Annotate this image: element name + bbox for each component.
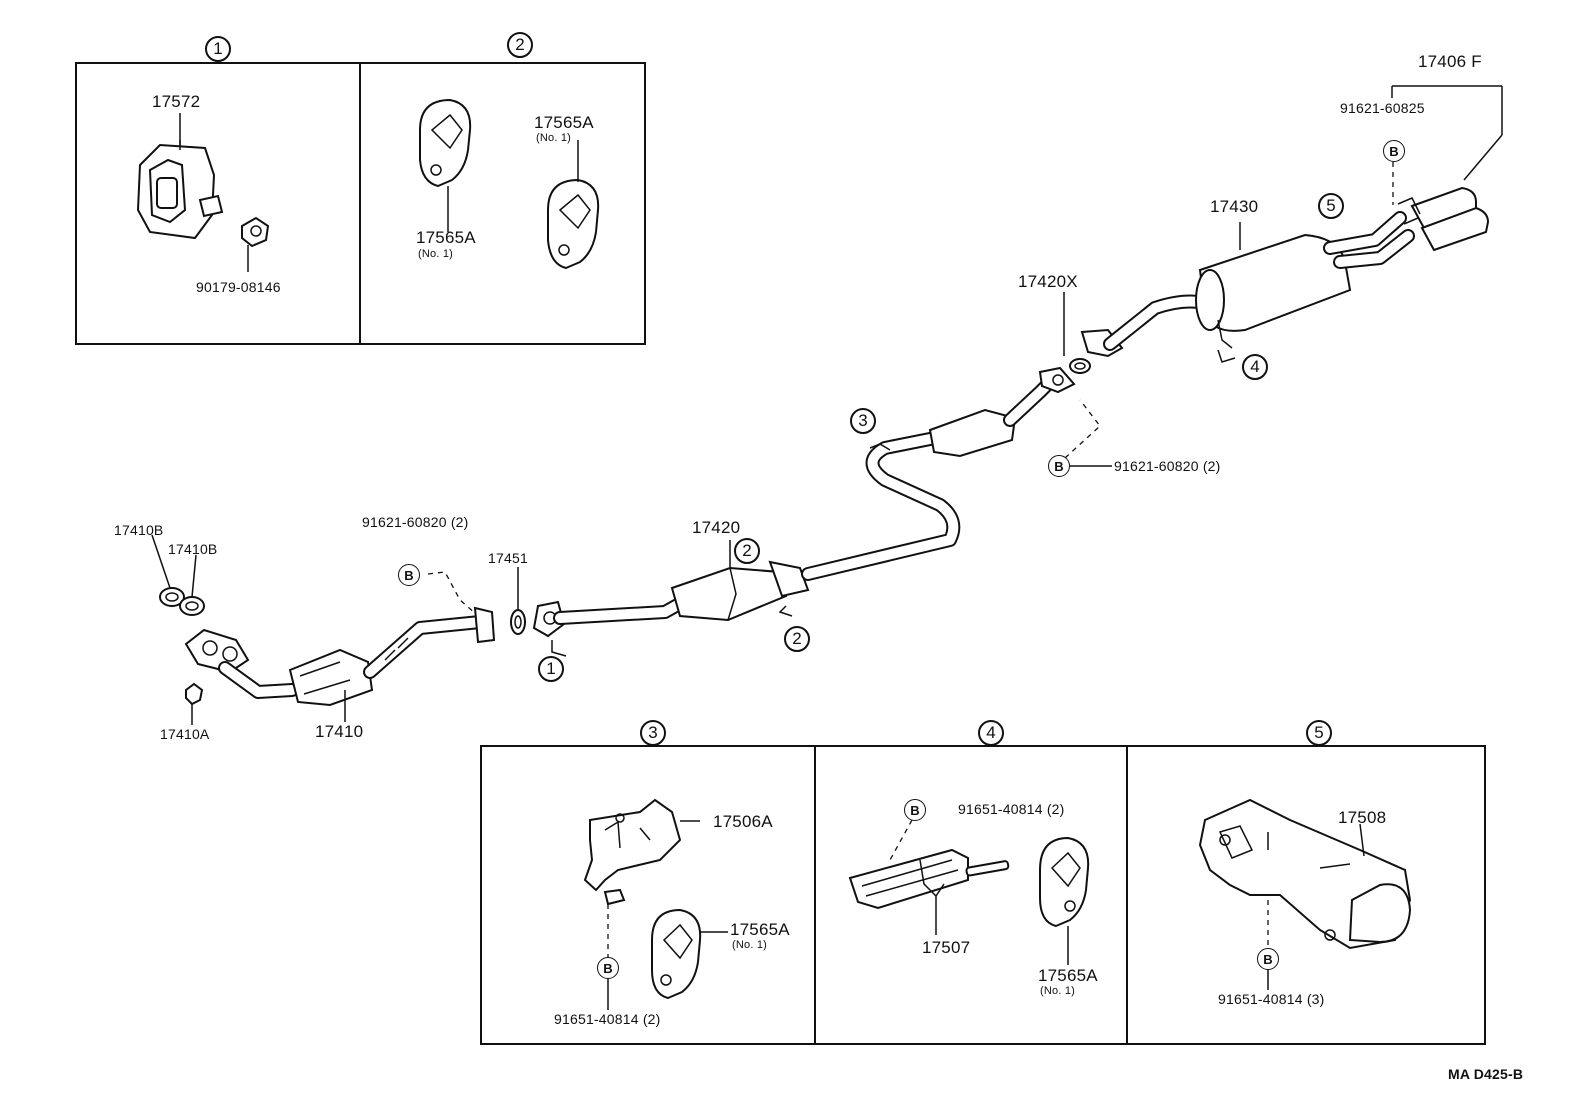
part-number-91651-40814-g5: 91651-40814 (3)	[1218, 991, 1325, 1007]
part-number-17451: 17451	[488, 550, 528, 566]
part-note-no1-b: (No. 1)	[536, 132, 572, 144]
callout-4-main: 4	[1242, 354, 1268, 380]
part-number-17565a-g3: 17565A	[730, 920, 790, 939]
part-number-91651-40814-g4: 91651-40814 (2)	[958, 801, 1065, 817]
part-number-17507: 17507	[922, 938, 971, 957]
group-callout-1: 1	[205, 36, 231, 62]
part-number-17420: 17420	[692, 518, 741, 537]
bracket-17507-drawing	[848, 819, 1010, 935]
part-number-17565a-g4: 17565A	[1038, 966, 1098, 985]
gasket-drawings	[151, 534, 205, 616]
part-note-no1-g3: (No. 1)	[732, 939, 768, 951]
part-number-17508: 17508	[1338, 808, 1387, 827]
hanger-17565a-g3-drawing	[651, 908, 728, 1000]
bolt-mark-front: B	[398, 564, 420, 586]
center-pipe-drawing	[532, 366, 1076, 657]
inset-box-3	[480, 745, 816, 1045]
diagram-code: MA D425-B	[1448, 1066, 1524, 1082]
hanger-drawing-a	[419, 98, 472, 232]
bolt-mark-g4: B	[904, 799, 926, 821]
part-note-no1-a: (No. 1)	[418, 248, 454, 260]
bolt-mark-g3: B	[597, 957, 619, 979]
callout-2-main-a: 2	[734, 538, 760, 564]
part-number-91621-60825: 91621-60825	[1340, 100, 1425, 116]
group-callout-4: 4	[978, 720, 1004, 746]
leader-bolt-rear	[1064, 399, 1101, 459]
bolt-mark-g5: B	[1257, 948, 1279, 970]
hanger-drawing-b	[547, 140, 600, 270]
part-number-17506a: 17506A	[713, 812, 773, 831]
callout-5-main: 5	[1318, 193, 1344, 219]
part-number-17410a: 17410A	[160, 726, 210, 742]
nut-drawing	[241, 216, 270, 272]
part-number-17572: 17572	[152, 92, 201, 111]
bracket-17508-drawing	[1198, 798, 1412, 990]
part-number-17410: 17410	[315, 722, 364, 741]
part-number-91621-60820-front: 91621-60820 (2)	[362, 514, 469, 530]
callout-3-main: 3	[850, 408, 876, 434]
gasket-17451-drawing	[510, 567, 526, 635]
tip-set-drawing	[1391, 85, 1503, 252]
group-callout-2: 2	[507, 32, 533, 58]
part-number-17565a-b: 17565A	[534, 113, 594, 132]
group-callout-3: 3	[640, 720, 666, 746]
part-number-17420x: 17420X	[1018, 272, 1078, 291]
gasket-17420x-drawing	[1063, 292, 1091, 374]
part-note-no1-g4: (No. 1)	[1040, 985, 1076, 997]
part-number-17565a-a: 17565A	[416, 228, 476, 247]
part-number-17406f: 17406 F	[1418, 52, 1482, 71]
part-number-90179-08146: 90179-08146	[196, 279, 281, 295]
inset-box-5	[1126, 745, 1486, 1045]
mount-block-drawing	[136, 113, 224, 240]
bolt-mark-tip: B	[1383, 140, 1405, 162]
part-number-91621-60820-rear: 91621-60820 (2)	[1114, 458, 1221, 474]
group-callout-5: 5	[1306, 720, 1332, 746]
tail-pipe-drawing	[1080, 211, 1415, 363]
part-number-17430: 17430	[1210, 197, 1259, 216]
inset-box-2	[359, 62, 646, 345]
leader-bolt-front	[427, 571, 477, 615]
bolt-mark-rear: B	[1048, 455, 1070, 477]
callout-1-main: 1	[538, 656, 564, 682]
callout-2-main-b: 2	[784, 626, 810, 652]
hanger-17565a-g4-drawing	[1039, 836, 1090, 965]
nut-17410a-drawing	[185, 682, 204, 725]
bracket-17506a-drawing	[583, 798, 700, 1010]
part-number-17410b-a: 17410B	[114, 522, 164, 538]
part-number-17410b-b: 17410B	[168, 541, 218, 557]
front-pipe-drawing	[184, 606, 496, 722]
part-number-91651-40814-g3: 91651-40814 (2)	[554, 1011, 661, 1027]
